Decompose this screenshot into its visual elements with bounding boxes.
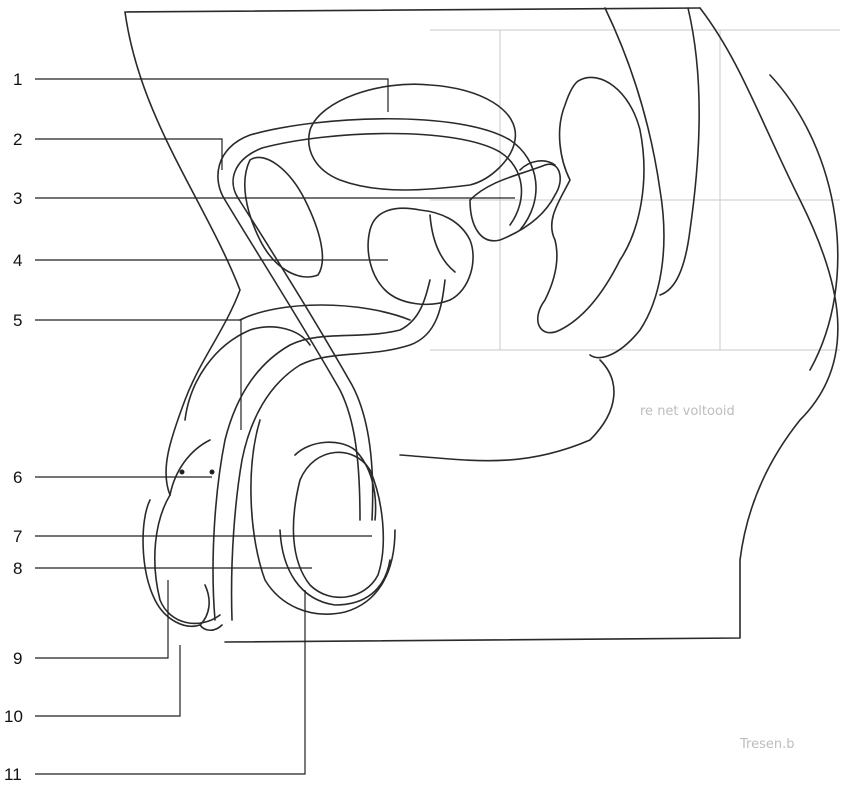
leader-2 [35,139,222,170]
bladder [309,84,516,190]
label-numbers: 1 2 3 4 5 6 7 8 9 10 11 [4,70,23,784]
leader-5 [35,320,241,430]
vas-deferens [218,119,536,520]
pubic-bone [245,157,323,277]
leader-1 [35,79,388,112]
label-10: 10 [4,707,23,726]
label-leaders [35,79,515,774]
label-8: 8 [13,559,22,578]
rectum [538,8,699,358]
leader-6-dot-a [180,470,185,475]
body-outline [125,8,838,642]
seminal-vesicle [470,161,560,241]
label-6: 6 [13,468,22,487]
scrotum [251,420,395,614]
label-3: 3 [13,189,22,208]
label-11: 11 [4,765,22,784]
prostate [368,208,473,304]
label-7: 7 [13,527,22,546]
leader-10 [35,645,180,716]
bleed-through-text-2: Tresen.b [739,737,794,752]
label-4: 4 [13,251,22,270]
label-9: 9 [13,649,22,668]
bleed-through-grid: re net voltooid Tresen.b [430,30,840,752]
testis [280,442,390,605]
label-1: 1 [13,70,22,89]
leader-9 [35,580,168,658]
label-2: 2 [13,130,22,149]
bleed-through-text-1: re net voltooid [640,404,735,419]
leader-6-dot-b [210,470,215,475]
label-5: 5 [13,311,22,330]
